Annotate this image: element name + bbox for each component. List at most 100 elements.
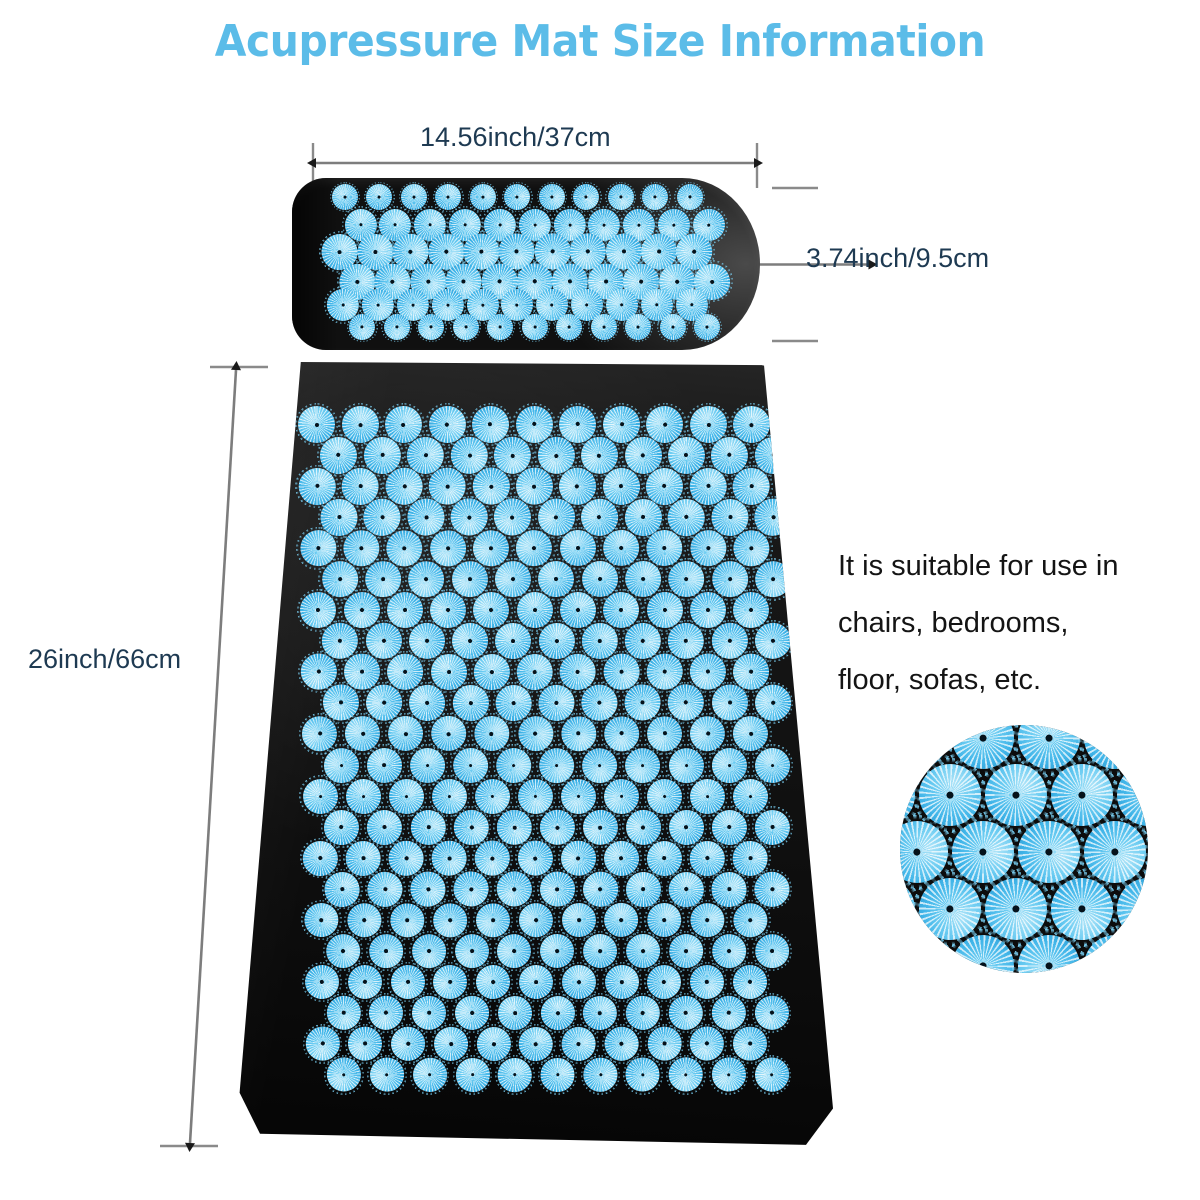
spike-disc [900,865,928,953]
spike-disc [671,178,709,216]
spike-disc [533,989,582,1037]
mat-body [239,361,833,1145]
spike-disc [322,1053,366,1097]
spike-disc [516,309,553,345]
spike-disc [412,308,450,346]
spike-disc [708,1054,749,1095]
spike-disc [1008,925,1090,973]
spike-disc [622,311,654,343]
spike-disc [500,179,535,215]
spike-disc [640,957,689,1006]
spike-disc [748,989,795,1036]
spike-disc [580,992,621,1034]
spike-disc [484,311,516,343]
spike-disc [467,181,499,213]
spike-disc [688,308,726,346]
spike-disc [298,1020,347,1068]
spike-disc [684,897,730,943]
closeup-spike-disc-field [900,725,1148,973]
spike-disc [623,1055,663,1095]
spike-disc [384,959,431,1005]
spike-disc [447,988,496,1037]
spike-disc [576,1051,625,1099]
spike-disc [644,1023,685,1064]
dimension-label-mat-length: 26inch/66cm [28,644,182,674]
spike-disc [300,899,343,941]
spike-disc [535,928,580,974]
spike-disc [384,1020,432,1067]
spike-disc [429,961,472,1003]
spike-disc [515,961,557,1002]
spike-disc [323,992,364,1033]
dimension-label-pillow-height: 3.74inch/9.5cm [806,243,990,273]
spike-disc [494,992,535,1033]
spike-disc [409,992,450,1033]
spike-disc [637,179,673,215]
spike-disc [598,1020,645,1068]
spike-disc [537,1055,578,1095]
spike-disc [329,181,361,213]
spike-disc [900,751,928,839]
spike-disc [683,1020,731,1068]
spike-disc [558,1022,600,1065]
spike-disc [751,930,792,972]
usage-description-line-3: floor, sofas, etc. [838,664,1042,696]
pillow-spike-disc-field [292,178,760,350]
spike-disc [300,960,344,1004]
usage-description-line-2: chairs, bedrooms, [838,607,1069,639]
spike-disc [491,927,538,974]
spike-disc [605,181,637,213]
spike-disc [362,989,411,1037]
acupressure-mat [236,358,836,1148]
spike-ring [1144,929,1148,973]
disc-core [332,184,358,210]
spike-disc [469,958,517,1006]
spike-disc [452,1054,493,1095]
spike-disc [726,958,774,1006]
dimension-label-pillow-width: 14.56inch/37cm [420,122,611,152]
disc-core [733,1026,767,1061]
spike-disc [747,864,796,913]
spike-disc-closeup [900,725,1148,973]
spike-disc [379,309,415,345]
spike-disc [533,178,571,216]
spike-disc [318,926,368,976]
spike-disc [429,1022,472,1065]
usage-description: It is suitable for use in chairs, bedroo… [838,538,1190,709]
spike-disc [578,929,622,973]
spike-disc [346,311,378,343]
spike-disc [664,990,708,1035]
spike-disc [342,959,387,1005]
page-title: Acupressure Mat Size Information [214,16,986,67]
spike-disc [365,1053,409,1097]
spike-disc [727,896,774,943]
spike-disc [449,310,482,344]
spike-disc [1078,929,1148,973]
spike-disc [620,989,666,1036]
spike-disc [662,1051,710,1099]
spike-disc [569,180,603,214]
spike-disc [554,957,603,1006]
spike-disc [939,922,1027,973]
spike-disc [450,930,493,972]
spike-disc [491,1051,539,1099]
spike-disc [748,1051,795,1098]
spike-disc [386,899,428,941]
spike-disc [513,1021,559,1067]
spike-disc [730,1023,770,1064]
spike-disc [340,896,389,944]
spike-disc [345,1023,386,1064]
spike-disc [706,991,751,1035]
spike-disc [654,309,691,345]
spike-disc [550,308,588,346]
acupressure-pillow [292,178,760,350]
mat-spike-disc-field [240,362,833,1145]
spike-disc [900,923,960,973]
spike-disc [587,311,620,343]
spike-disc [406,1051,453,1098]
usage-description-line-1: It is suitable for use in [838,550,1119,582]
spike-disc [601,961,642,1002]
spike-ring [1144,815,1148,889]
spike-ring [1144,725,1148,775]
